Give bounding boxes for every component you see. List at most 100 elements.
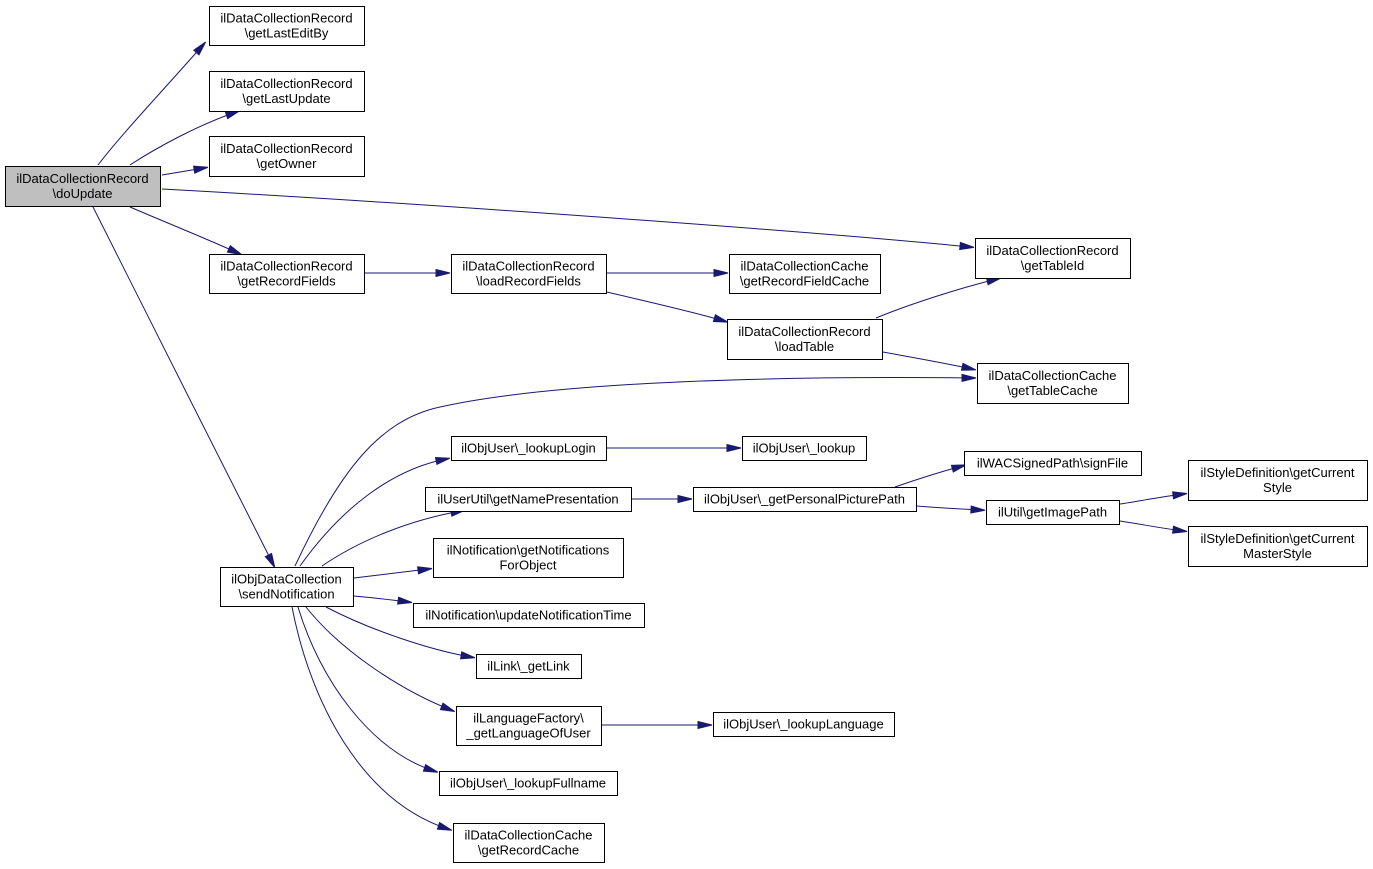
node-getPersonalPicturePath[interactable]: ilObjUser\_getPersonalPicturePath bbox=[693, 487, 917, 512]
arrowhead-icon bbox=[226, 244, 243, 256]
edge-line bbox=[305, 606, 452, 711]
edge-sendNotification-to-getLanguageOfUser bbox=[305, 606, 455, 712]
node-box bbox=[693, 487, 917, 512]
arrowhead-icon bbox=[961, 373, 977, 383]
node-lookupFullname[interactable]: ilObjUser\_lookupFullname bbox=[439, 771, 618, 796]
node-lookupLanguage[interactable]: ilObjUser\_lookupLanguage bbox=[713, 712, 895, 737]
edge-sendNotification-to-getLink bbox=[325, 606, 476, 660]
edge-line bbox=[291, 606, 449, 830]
arrowhead-icon bbox=[1172, 525, 1188, 534]
node-lookupLogin[interactable]: ilObjUser\_lookupLogin bbox=[451, 436, 607, 461]
arrowhead-icon bbox=[434, 456, 451, 466]
edge-lookupLogin-to-lookup bbox=[607, 443, 742, 453]
node-box bbox=[1188, 460, 1368, 501]
edge-line bbox=[321, 510, 462, 567]
node-label-line: ilDataCollectionRecord bbox=[986, 243, 1118, 258]
edge-sendNotification-to-updateNotificationTime bbox=[353, 595, 413, 605]
arrowhead-icon bbox=[1172, 491, 1188, 500]
node-box bbox=[456, 706, 602, 746]
node-box bbox=[729, 254, 881, 294]
node-sendNotification[interactable]: ilObjDataCollection\sendNotification bbox=[220, 567, 354, 607]
node-box bbox=[727, 319, 883, 360]
node-label-line: \getLastEditBy bbox=[245, 26, 329, 41]
call-graph-edges bbox=[92, 41, 1188, 831]
node-getLastUpdate[interactable]: ilDataCollectionRecord\getLastUpdate bbox=[209, 71, 365, 112]
arrowhead-icon bbox=[192, 41, 207, 56]
node-getRecordFields[interactable]: ilDataCollectionRecord\getRecordFields bbox=[209, 254, 365, 294]
node-label-line: MasterStyle bbox=[1243, 546, 1312, 561]
arrowhead-icon bbox=[460, 651, 476, 660]
edge-line bbox=[161, 188, 971, 248]
node-label-line: \getRecordFieldCache bbox=[740, 274, 869, 289]
arrowhead-icon bbox=[264, 552, 276, 568]
edge-sendNotification-to-getTableCache bbox=[294, 373, 977, 567]
node-getOwner[interactable]: ilDataCollectionRecord\getOwner bbox=[209, 136, 365, 177]
node-getImagePath[interactable]: ilUtil\getImagePath bbox=[986, 500, 1120, 525]
node-updateNotificationTime[interactable]: ilNotification\updateNotificationTime bbox=[413, 603, 645, 628]
node-getNamePresentation[interactable]: ilUserUtil\getNamePresentation bbox=[425, 487, 632, 512]
edge-line bbox=[294, 377, 973, 567]
node-doUpdate[interactable]: ilDataCollectionRecord\doUpdate bbox=[5, 166, 161, 207]
node-loadTable[interactable]: ilDataCollectionRecord\loadTable bbox=[727, 319, 883, 360]
node-label-line: \doUpdate bbox=[53, 186, 113, 201]
edge-line bbox=[882, 351, 973, 370]
node-label-line: ilDataCollectionRecord bbox=[462, 259, 594, 274]
edge-line bbox=[606, 291, 725, 322]
arrowhead-icon bbox=[713, 268, 729, 278]
node-label-line: ilObjUser\_lookupLogin bbox=[461, 441, 595, 456]
edge-line bbox=[875, 278, 998, 319]
node-label-line: ilDataCollectionCache bbox=[989, 368, 1117, 383]
edge-getLanguageOfUser-to-lookupLanguage bbox=[601, 720, 713, 730]
node-label-line: \loadRecordFields bbox=[476, 274, 581, 289]
node-box bbox=[209, 136, 365, 177]
edge-line bbox=[353, 568, 429, 579]
node-label-line: Style bbox=[1263, 480, 1292, 495]
edge-doUpdate-to-getLastEditBy bbox=[97, 41, 207, 166]
edge-sendNotification-to-lookupLogin bbox=[299, 456, 451, 567]
node-box bbox=[5, 166, 161, 207]
node-getRecordCache[interactable]: ilDataCollectionCache\getRecordCache bbox=[453, 823, 605, 863]
arrowhead-icon bbox=[435, 268, 451, 278]
edge-line bbox=[894, 465, 963, 488]
node-label-line: ilObjDataCollection bbox=[231, 572, 342, 587]
node-getLink[interactable]: ilLink\_getLink bbox=[476, 654, 582, 679]
node-label-line: ilDataCollectionRecord bbox=[220, 76, 352, 91]
node-box bbox=[209, 254, 365, 294]
node-box bbox=[220, 567, 354, 607]
arrowhead-icon bbox=[417, 566, 433, 575]
node-label-line: ilDataCollectionRecord bbox=[16, 171, 148, 186]
node-getLanguageOfUser[interactable]: ilLanguageFactory\_getLanguageOfUser bbox=[456, 706, 602, 746]
node-getTableId[interactable]: ilDataCollectionRecord\getTableId bbox=[975, 238, 1131, 279]
edge-sendNotification-to-lookupFullname bbox=[297, 606, 439, 773]
node-label-line: ilDataCollectionRecord bbox=[738, 324, 870, 339]
node-label-line: ilDataCollectionCache bbox=[741, 259, 869, 274]
edge-getImagePath-to-getCurrentMasterStyle bbox=[1119, 520, 1188, 534]
node-loadRecordFields[interactable]: ilDataCollectionRecord\loadRecordFields bbox=[451, 254, 607, 294]
node-box bbox=[964, 451, 1142, 476]
edge-doUpdate-to-getOwner bbox=[161, 165, 209, 176]
node-box bbox=[986, 500, 1120, 525]
arrowhead-icon bbox=[193, 165, 209, 174]
arrowhead-icon bbox=[985, 277, 1002, 286]
node-signFile[interactable]: ilWACSignedPath\signFile bbox=[964, 451, 1142, 476]
node-box bbox=[425, 487, 632, 512]
edge-getNamePresentation-to-getPersonalPicturePath bbox=[632, 494, 693, 504]
arrowhead-icon bbox=[422, 763, 439, 773]
node-label-line: ilUserUtil\getNamePresentation bbox=[437, 492, 618, 507]
node-label-line: ilNotification\getNotifications bbox=[447, 543, 610, 558]
node-label-line: ilDataCollectionRecord bbox=[220, 259, 352, 274]
node-lookup[interactable]: ilObjUser\_lookup bbox=[742, 436, 867, 461]
node-getTableCache[interactable]: ilDataCollectionCache\getTableCache bbox=[977, 363, 1129, 404]
node-getLastEditBy[interactable]: ilDataCollectionRecord\getLastEditBy bbox=[209, 6, 365, 46]
node-label-line: \getTableId bbox=[1021, 258, 1085, 273]
edge-getPersonalPicturePath-to-getImagePath bbox=[916, 505, 986, 514]
arrowhead-icon bbox=[697, 720, 713, 730]
edge-loadRecordFields-to-getRecordFieldCache bbox=[607, 268, 729, 278]
node-getRecordFieldCache[interactable]: ilDataCollectionCache\getRecordFieldCach… bbox=[729, 254, 881, 294]
node-label-line: ilLink\_getLink bbox=[487, 659, 570, 674]
edge-line bbox=[297, 606, 435, 772]
node-label-line: ilWACSignedPath\signFile bbox=[977, 456, 1128, 471]
